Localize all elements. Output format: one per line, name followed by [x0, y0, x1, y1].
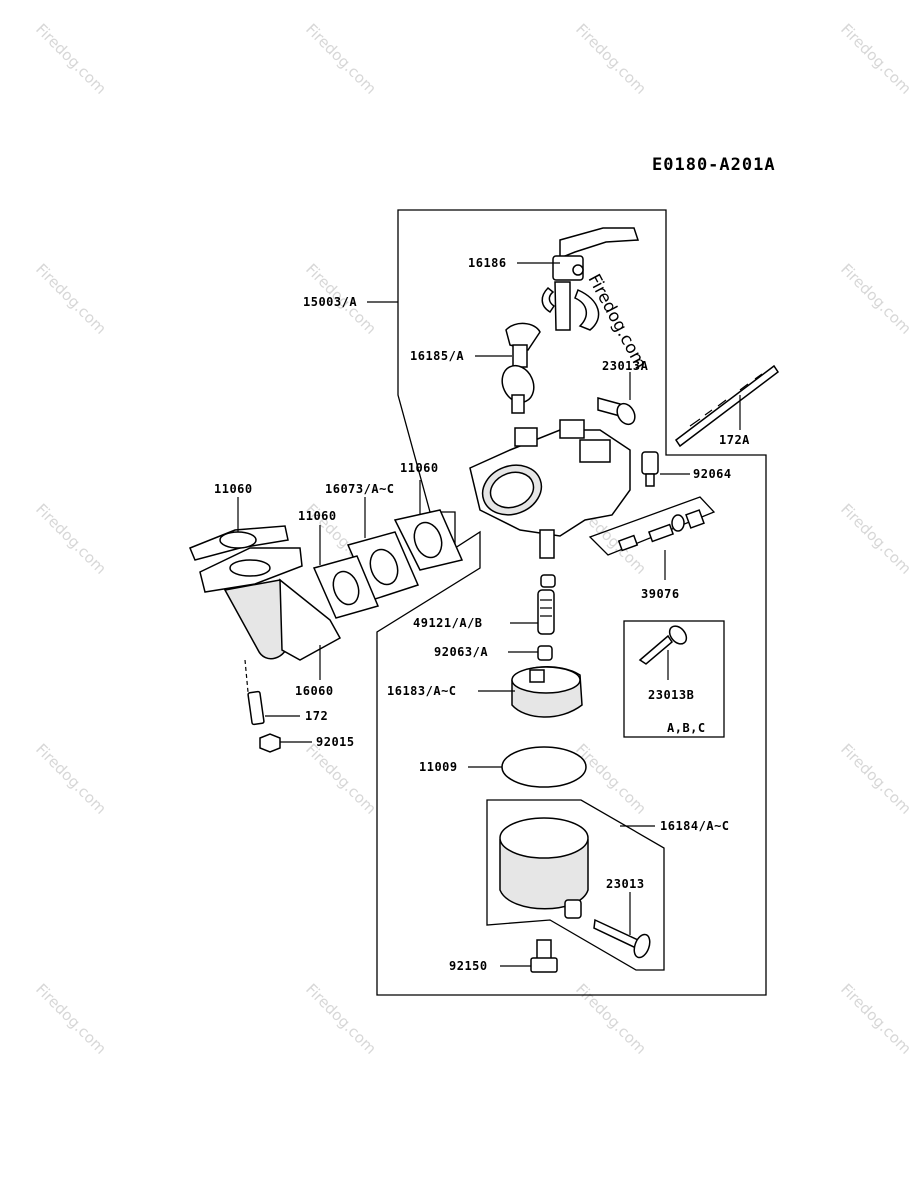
label-39076: 39076: [641, 587, 680, 601]
label-172a: 172A: [719, 433, 750, 447]
label-11060-top: 11060: [400, 461, 439, 475]
throttle-lever-part: [501, 322, 541, 414]
jet-kit-parts: [617, 509, 705, 552]
label-23013b-variants: A,B,C: [667, 721, 706, 735]
intake-pipe-part: [199, 547, 342, 661]
diagram-code: E0180-A201A: [652, 155, 776, 175]
stud-rod-part: [674, 364, 780, 448]
pilot-jet-part: [641, 451, 659, 487]
watermark: Firedog.com: [837, 260, 915, 338]
watermark: Firedog.com: [837, 980, 915, 1058]
o-ring-part: [501, 746, 587, 788]
label-16183: 16183/A~C: [387, 684, 457, 698]
float-bowl-part: [499, 817, 589, 919]
label-49121: 49121/A/B: [413, 616, 483, 630]
choke-lever-part: [541, 227, 640, 331]
label-16060: 16060: [295, 684, 334, 698]
nozzle-part: [537, 645, 553, 661]
label-23013a: 23013A: [602, 359, 649, 373]
watermark: Firedog.com: [837, 500, 915, 578]
carburetor-body-part: [469, 419, 631, 559]
label-23013: 23013: [606, 877, 645, 891]
label-92064: 92064: [693, 467, 732, 481]
jet-kit-outline: [588, 496, 716, 556]
watermark: Firedog.com: [32, 500, 110, 578]
watermark: Firedog.com: [572, 980, 650, 1058]
nut-92015-part: [259, 733, 281, 753]
label-92063: 92063/A: [434, 645, 488, 659]
main-jet-part: [537, 574, 556, 635]
watermark: Firedog.com: [572, 20, 650, 98]
float-bowl-outline: [486, 799, 665, 971]
watermark: Firedog.com: [837, 740, 915, 818]
label-16073: 16073/A~C: [325, 482, 395, 496]
stud-172-part: [247, 690, 265, 726]
variant-box-23013b: [623, 620, 725, 738]
leader-lines: [237, 262, 741, 967]
label-11009: 11009: [419, 760, 458, 774]
watermark: Firedog.com: [837, 20, 915, 98]
label-11060-left: 11060: [214, 482, 253, 496]
screw-23013b-part: [638, 625, 688, 665]
label-15003: 15003/A: [303, 295, 357, 309]
watermark: Firedog.com: [32, 980, 110, 1058]
label-92015: 92015: [316, 735, 355, 749]
watermark: Firedog.com: [32, 740, 110, 818]
watermark: Firedog.com: [572, 740, 650, 818]
label-16184: 16184/A~C: [660, 819, 730, 833]
label-172: 172: [305, 709, 328, 723]
gasket-16073-part: [393, 509, 464, 571]
watermark: Firedog.com: [302, 980, 380, 1058]
idle-screw-part: [597, 397, 636, 426]
label-92150: 92150: [449, 959, 488, 973]
label-16186: 16186: [468, 256, 507, 270]
gasket-11060-left-part: [189, 525, 289, 561]
label-16185: 16185/A: [410, 349, 464, 363]
drain-bolt-part: [530, 939, 558, 973]
watermark: Firedog.com: [32, 20, 110, 98]
bowl-screw-part: [593, 918, 651, 959]
part-labels: 16186 15003/A 16185/A 23013A 172A 92064 …: [214, 256, 750, 973]
watermark: Firedog.com: [302, 20, 380, 98]
label-11060-mid: 11060: [298, 509, 337, 523]
watermark-grid: Firedog.com Firedog.com Firedog.com Fire…: [32, 20, 915, 1058]
gasket-11060-part: [312, 555, 380, 619]
watermark: Firedog.com: [32, 260, 110, 338]
float-part: [511, 666, 583, 718]
watermark: Firedog.com: [302, 740, 380, 818]
label-23013b: 23013B: [648, 688, 694, 702]
